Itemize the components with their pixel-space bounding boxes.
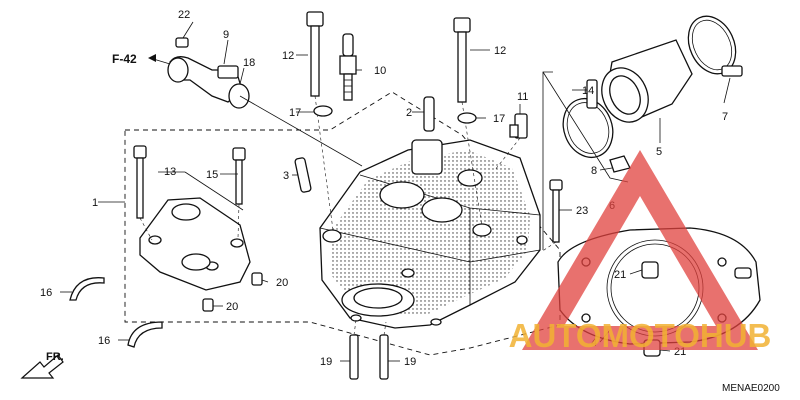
band-6 [562,97,614,159]
valve-guide-3 [294,157,312,193]
part-number-label: 12 [282,50,294,62]
intake-insulator [601,39,693,123]
valve-guide-2 [423,96,435,132]
bearing-half-ring-upper [69,277,105,301]
housing-leader [239,95,363,167]
part-number-label: 20 [276,277,288,289]
part-number-label: 21 [614,269,626,281]
part-number-label: 10 [374,65,386,77]
bearing-half-ring-lower [127,321,163,348]
band-tab-8 [609,155,631,173]
stud-19-right [379,321,389,380]
hose-clamp [687,15,743,77]
callout-arrow [148,54,156,62]
front-arrow-icon [20,354,64,379]
bolt-15 [232,147,246,239]
o-ring-18 [228,83,250,109]
part-number-label: 8 [591,165,597,177]
part-labels: 1234567891011121213141516161717181919202… [40,9,728,368]
bolt-23 [540,179,563,253]
part-number-label: 23 [576,205,588,217]
washer-17-left [313,105,333,117]
watermark [522,150,758,350]
dowel-pin-21-upper [641,261,659,279]
watermark-triangle-icon [522,150,758,350]
part-number-label: 12 [494,45,506,57]
temperature-sensor [494,113,528,171]
part-number-label: 9 [223,29,229,41]
cylinder-head [319,139,541,329]
part-number-label: 7 [722,111,728,123]
part-number-label: 2 [406,107,412,119]
part-number-label: 14 [582,85,594,97]
part-number-label: 5 [656,146,662,158]
screw-14 [586,79,598,109]
group-bracket-6 [542,71,553,250]
thermostat-housing [167,56,243,103]
part-number-label: 19 [404,356,416,368]
part-number-label: 19 [320,356,332,368]
bolt-22 [175,37,189,48]
part-number-label: 16 [98,335,110,347]
part-number-label: 18 [243,57,255,69]
dowel-pin-20-upper [251,272,263,286]
part-number-label: 13 [164,166,176,178]
front-indicator: FR. [46,351,64,363]
spark-plug [339,33,357,101]
washer-17-right [457,112,477,124]
bolt-12-left [306,11,334,231]
part-number-label: 22 [178,9,190,21]
part-number-label: 11 [517,91,528,103]
part-number-label: 16 [40,287,52,299]
part-number-label: 17 [289,107,301,119]
part-number-label: 20 [226,301,238,313]
camshaft-holder [139,197,251,291]
bolt-13 [133,145,153,241]
part-number-label: 15 [206,169,218,181]
reference-callout: F-42 [112,52,137,66]
part-number-label: 1 [92,197,98,209]
reference-code: MENAE0200 [722,383,780,394]
dowel-pin-20-lower [202,298,214,312]
part-number-label: 3 [283,170,289,182]
part-number-label: 17 [493,113,505,125]
stud-19-left [349,319,359,380]
watermark-text: AUTOMOTOHUB [509,317,772,354]
